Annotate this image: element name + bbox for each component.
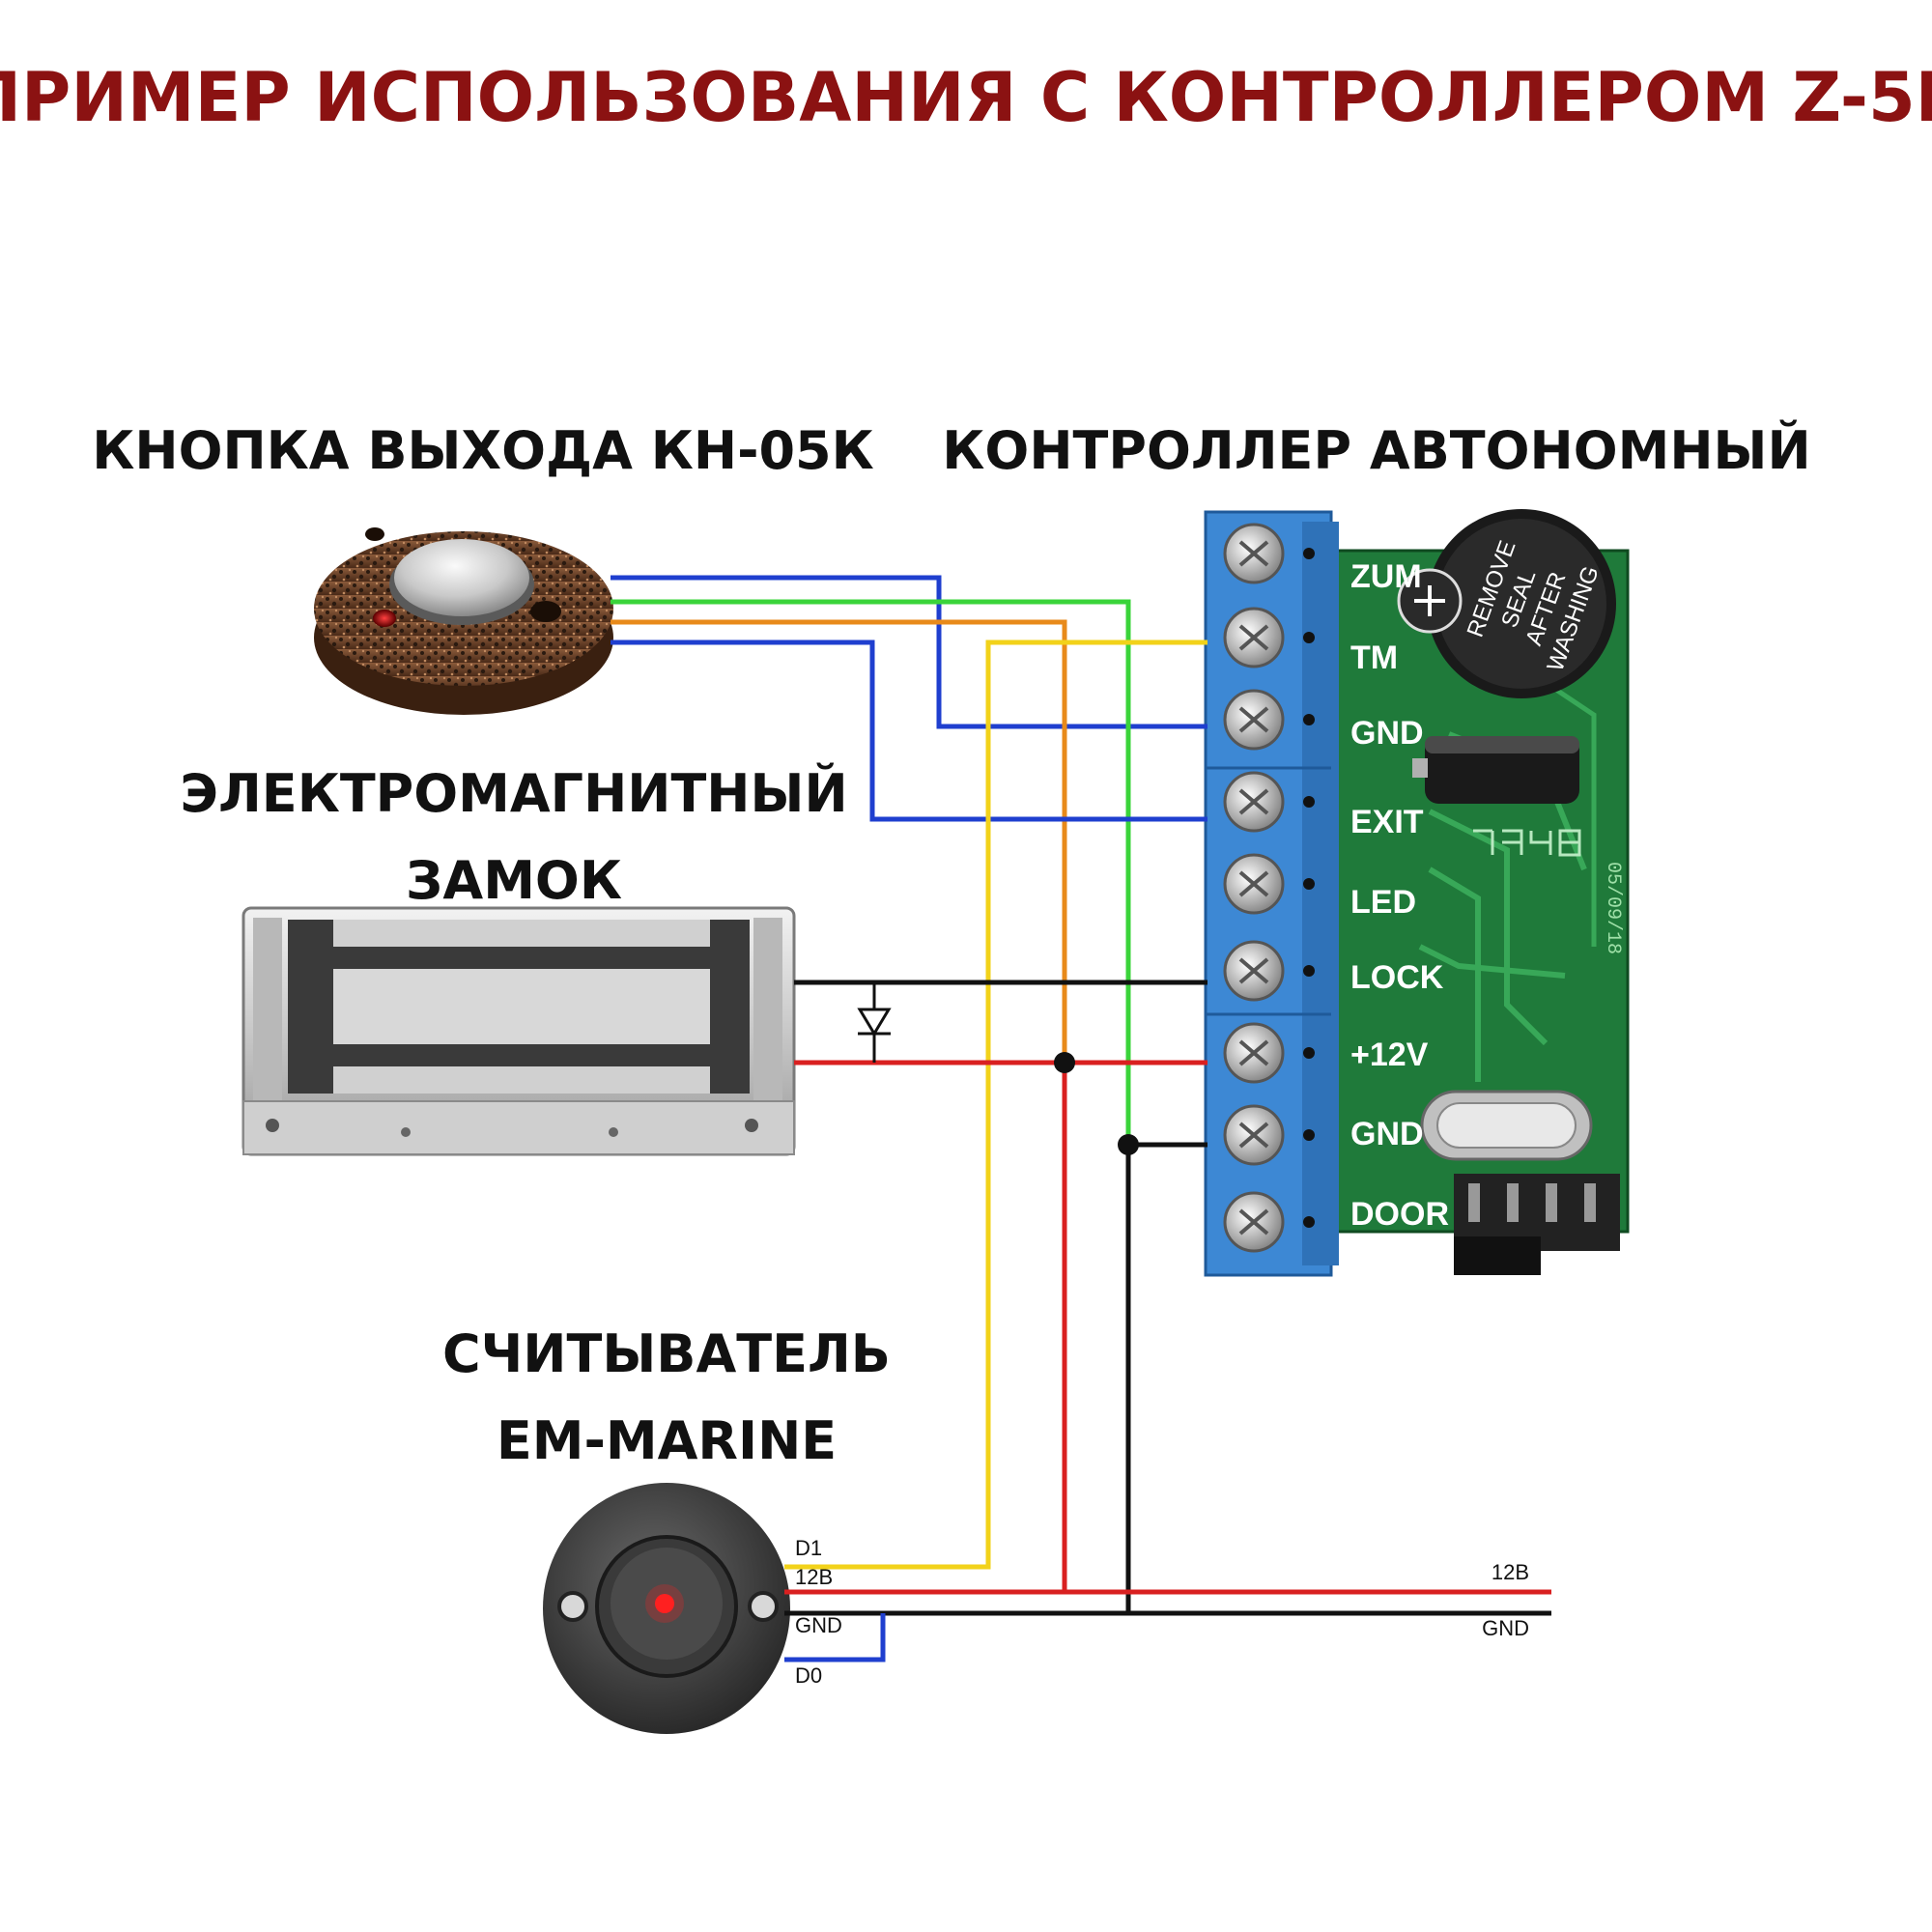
- terminal-hole-icon: [1303, 548, 1315, 559]
- diode-icon: [857, 1008, 892, 1037]
- terminal-label-gnd: GND: [1350, 715, 1424, 752]
- screw-slot: [1238, 788, 1269, 815]
- terminal-label-tm: TM: [1350, 639, 1398, 676]
- mount-hole-icon: [748, 1591, 779, 1622]
- wire-yellow-d1: [784, 639, 1208, 1570]
- crystal-icon: [1420, 1090, 1593, 1161]
- mount-hole-icon: [530, 601, 561, 622]
- terminal-hole-icon: [1303, 796, 1315, 808]
- exit-button-led-icon: [373, 610, 396, 627]
- screw-icon: [609, 1127, 618, 1137]
- lock-heading-line2: ЗАМОК: [406, 850, 622, 911]
- wire-black-gnd-bus: [1125, 1142, 1208, 1613]
- terminal-hole-icon: [1303, 1216, 1315, 1228]
- screw-icon: [401, 1127, 411, 1137]
- buzzer-icon: REMOVE SEAL AFTER WASHING: [1397, 509, 1616, 698]
- controller-heading: КОНТРОЛЛЕР АВТОНОМНЫЙ: [942, 420, 1810, 481]
- reader-pin-12v: 12В: [795, 1565, 833, 1589]
- terminal-label-lock: LOCK: [1350, 959, 1444, 996]
- magnetic-lock-illustration: [242, 906, 796, 1156]
- terminal-hole-icon: [1303, 714, 1315, 725]
- screw-icon: [266, 1119, 279, 1132]
- terminal-hole-icon: [1303, 1129, 1315, 1141]
- terminal-label-led: LED: [1350, 884, 1416, 921]
- terminal-block: [1204, 510, 1339, 1277]
- reader-heading-line1: СЧИТЫВАТЕЛЬ: [442, 1323, 891, 1384]
- junction-dot: [1118, 1134, 1139, 1155]
- terminal-label-door: DOOR: [1350, 1196, 1449, 1233]
- button-heading: КНОПКА ВЫХОДА КН-05К: [92, 420, 874, 481]
- terminal-label-zum: ZUM: [1350, 558, 1422, 595]
- capacitor-icon: [1412, 736, 1579, 804]
- reader-heading-line2: EM-MARINE: [497, 1410, 837, 1471]
- junction-dot: [1054, 1052, 1075, 1073]
- exit-button-illustration: [314, 527, 613, 715]
- wire-blue-d0: [784, 1613, 886, 1662]
- screw-slot: [1238, 1122, 1269, 1149]
- screw-slot: [1238, 624, 1269, 651]
- terminal-hole-icon: [1303, 1047, 1315, 1059]
- screw-slot: [1238, 540, 1269, 567]
- mount-hole-icon: [365, 527, 384, 541]
- pcb-marking: 05/09/18: [1602, 862, 1624, 954]
- screw-slot: [1238, 870, 1269, 897]
- lock-heading-line1: ЭЛЕКТРОМАГНИТНЫЙ: [180, 763, 847, 824]
- reader-pin-d1: D1: [795, 1536, 822, 1560]
- screw-slot: [1238, 1208, 1269, 1236]
- reader-pin-gnd: GND: [795, 1613, 842, 1637]
- terminal-label-exit: EXIT: [1350, 804, 1424, 840]
- screw-slot: [1238, 706, 1269, 733]
- page-title: ПРИМЕР ИСПОЛЬЗОВАНИЯ С КОНТРОЛЛЕРОМ Z-5R: [0, 58, 1932, 137]
- wire-green-button-led: [611, 599, 1131, 1145]
- terminal-hole-icon: [1303, 878, 1315, 890]
- door-jumper-icon: [1454, 1174, 1620, 1275]
- card-reader-illustration: [543, 1483, 790, 1734]
- wire-blue-exit: [611, 639, 1208, 822]
- terminal-hole-icon: [1303, 632, 1315, 643]
- terminal-label-gnd2: GND: [1350, 1116, 1424, 1152]
- wire-blue-exit-gnd: [611, 575, 1208, 729]
- screw-slot: [1238, 957, 1269, 984]
- reader-led-icon: [655, 1594, 674, 1613]
- mount-hole-icon: [557, 1591, 588, 1622]
- screw-slot: [1238, 1039, 1269, 1066]
- display-icon: [1473, 829, 1581, 857]
- terminal-label-12v: +12V: [1350, 1037, 1429, 1073]
- reader-pin-d0: D0: [795, 1663, 822, 1688]
- power-label-gnd: GND: [1482, 1616, 1529, 1640]
- controller-board: 05/09/18 REMOVE SEAL AFTER WASHING: [1326, 509, 1630, 1275]
- terminal-hole-icon: [1303, 965, 1315, 977]
- wire-orange-button-12v: [611, 619, 1067, 1063]
- power-label-12v: 12В: [1492, 1560, 1529, 1584]
- screw-icon: [745, 1119, 758, 1132]
